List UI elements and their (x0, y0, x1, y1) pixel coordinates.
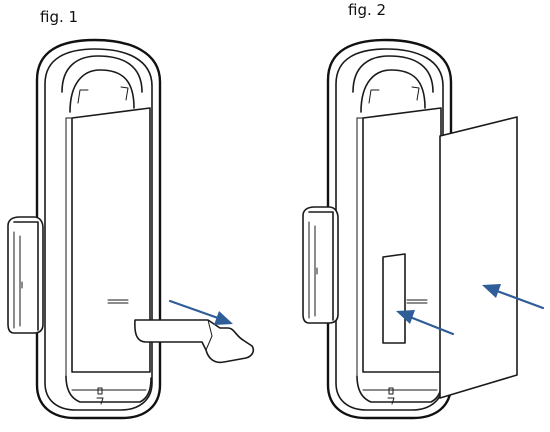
figure-2-card-sheet (439, 116, 518, 399)
figure-2-insert-arrows (396, 284, 545, 336)
figure-1-side-handle (7, 216, 44, 334)
figure-2-lock-body (326, 38, 453, 420)
figure-1-protective-tab (134, 319, 255, 364)
figure-2-label: fig. 2 (348, 1, 387, 19)
figure-1-pull-arrow (168, 299, 233, 325)
figure-1-label: fig. 1 (40, 8, 79, 26)
figure-2-side-handle (302, 206, 339, 324)
figure-1-lock-body (35, 38, 162, 420)
